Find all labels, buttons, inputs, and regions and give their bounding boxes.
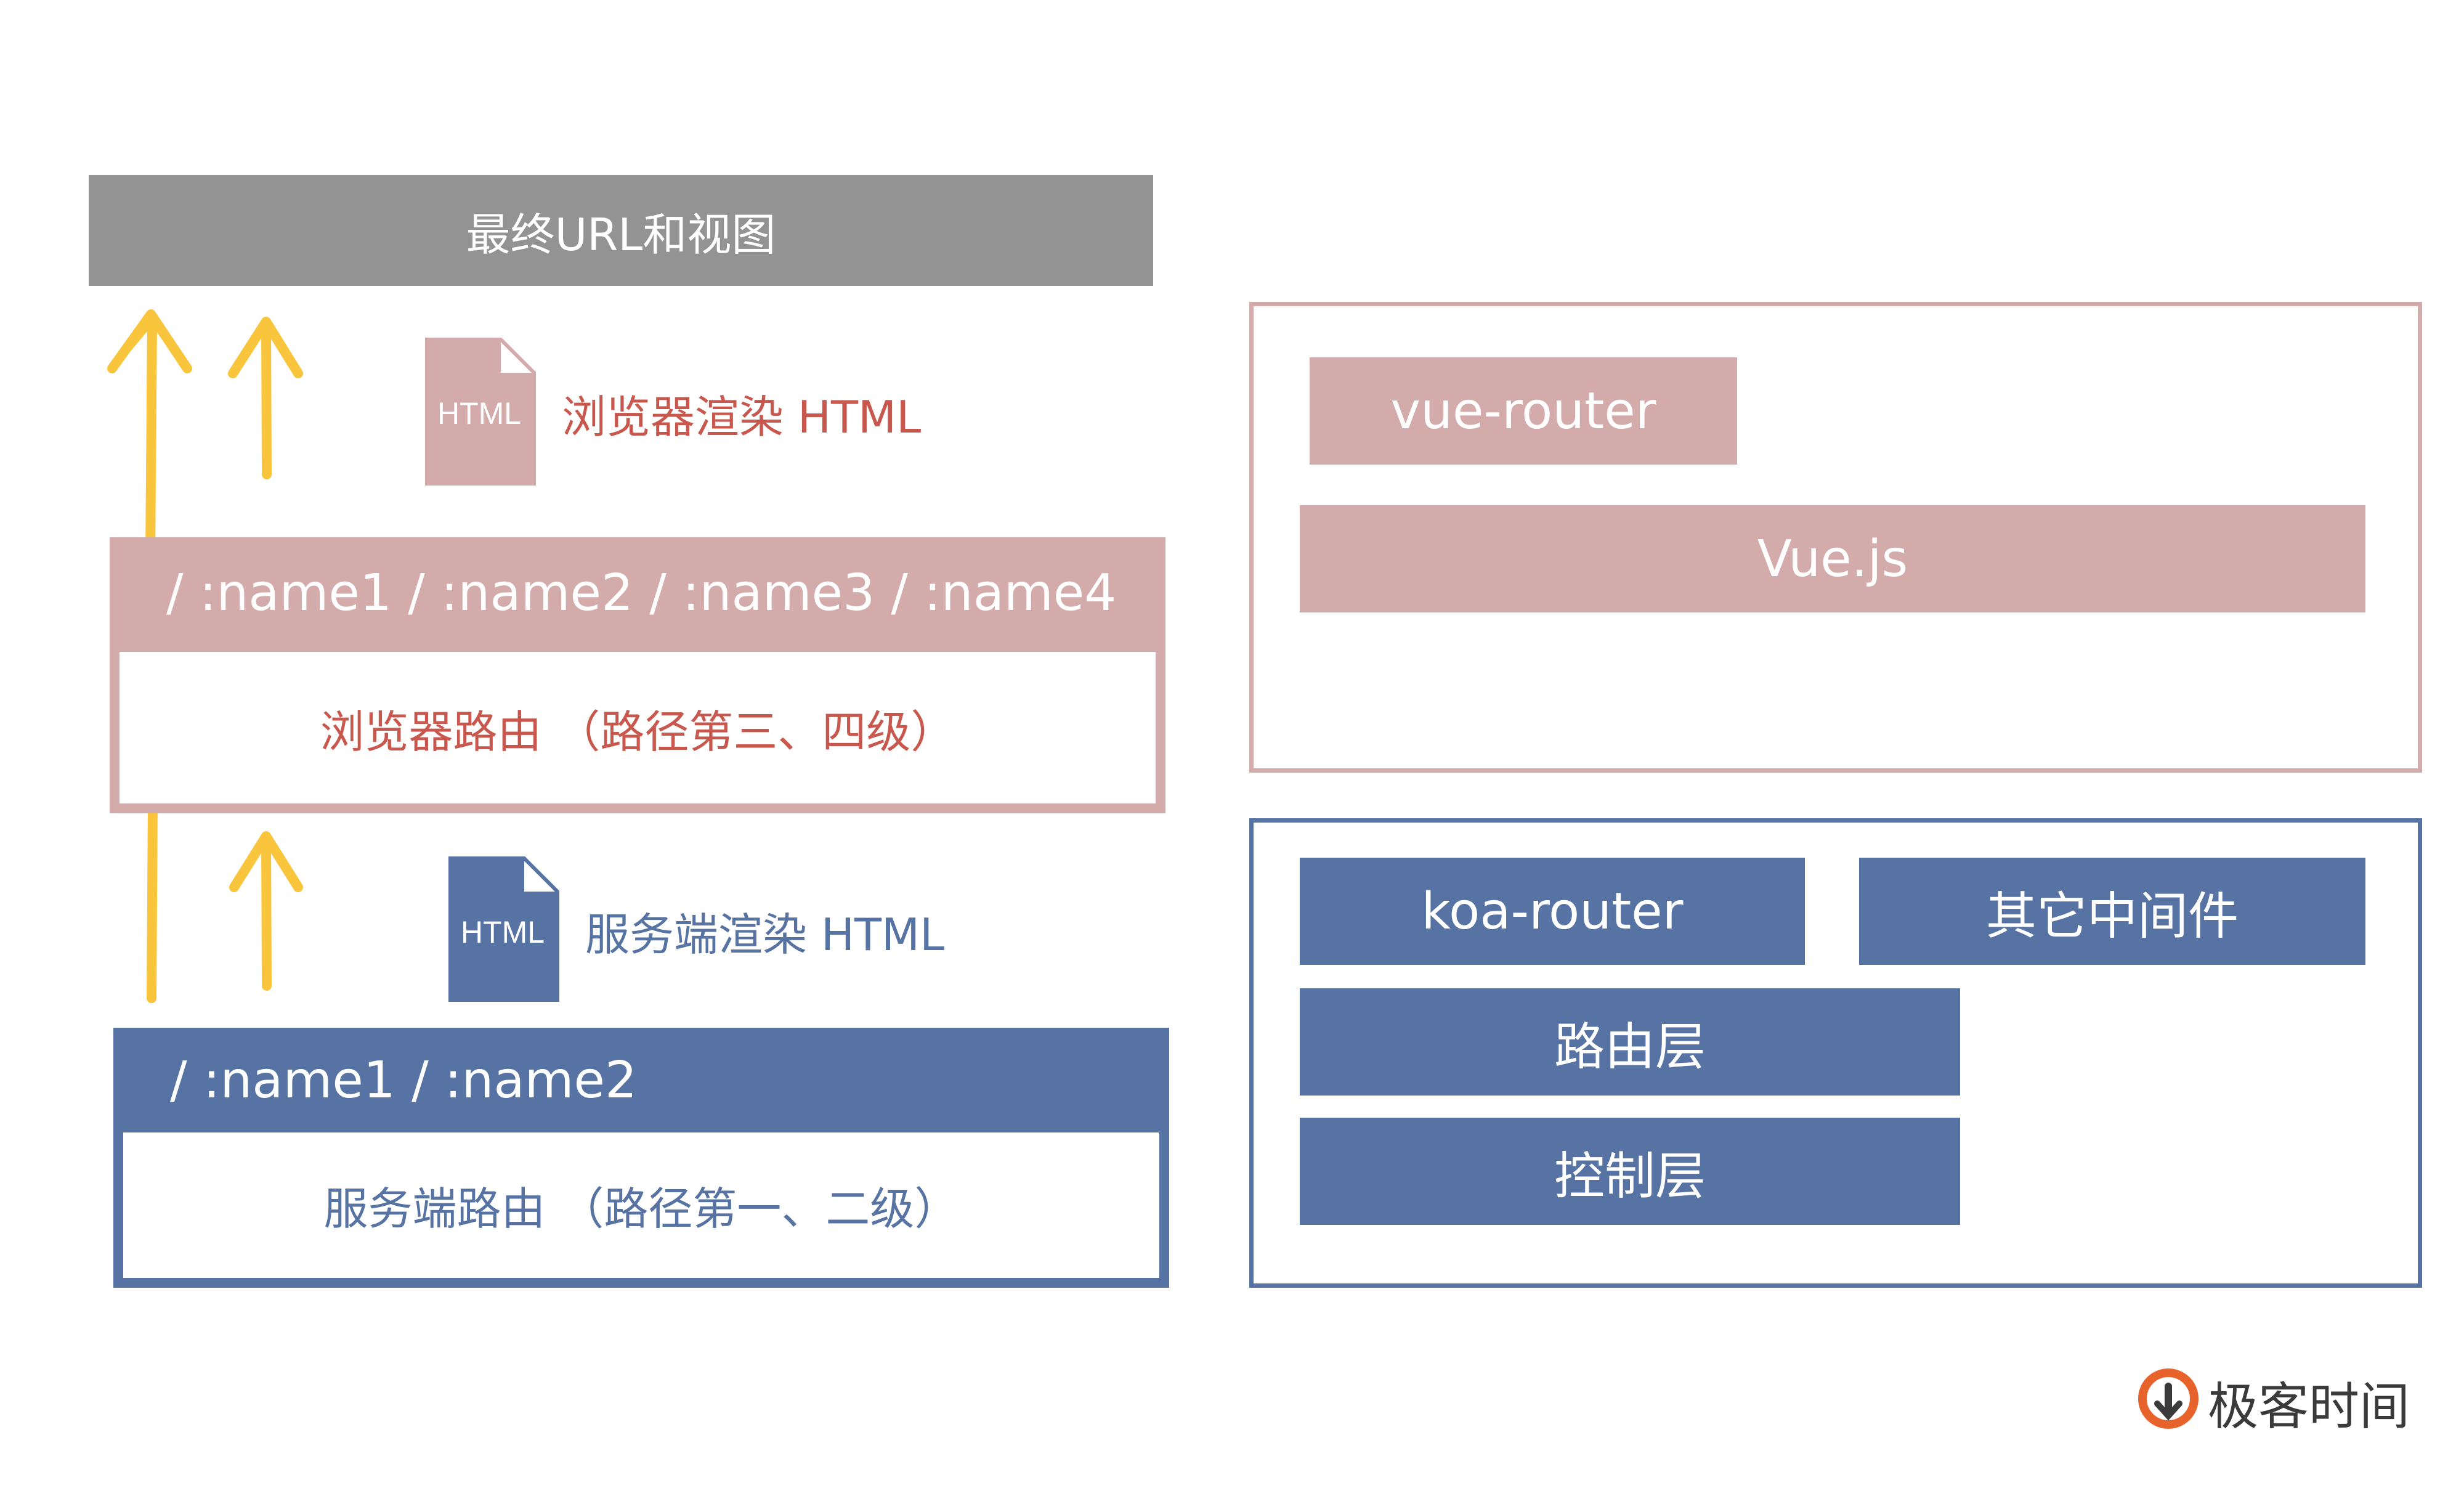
route-layer-label: 路由层 xyxy=(1554,1017,1706,1076)
geekbang-logo: 极客时间 xyxy=(2138,1368,2410,1436)
final-url-view-bar: 最终URL和视图 xyxy=(89,175,1153,286)
short-arrow-upper-shaft xyxy=(261,322,272,479)
browser-route-box: 浏览器路由 （路径第三、四级） xyxy=(110,642,1165,813)
browser-render-label: 浏览器渲染 HTML xyxy=(562,391,922,443)
short-arrow-lower-head xyxy=(229,831,303,892)
koa-router-block: koa-router xyxy=(1300,858,1805,965)
vue-router-label: vue-router xyxy=(1390,381,1656,441)
geekbang-logo-icon xyxy=(2138,1368,2199,1429)
route-layer-block: 路由层 xyxy=(1300,988,1960,1096)
server-route-path-bar: / :name1 / :name2 xyxy=(113,1028,1169,1132)
control-layer-block: 控制层 xyxy=(1300,1118,1960,1225)
html-icon-text-browser: HTML xyxy=(437,396,521,431)
short-arrow-lower-shaft xyxy=(261,836,272,991)
server-route-label: 服务端路由 （路径第一、二级） xyxy=(323,1182,959,1235)
server-render-label: 服务端渲染 HTML xyxy=(585,909,945,961)
control-layer-label: 控制层 xyxy=(1554,1147,1706,1206)
browser-route-path: / :name1 / :name2 / :name3 / :name4 xyxy=(166,563,1117,622)
browser-route-label: 浏览器路由 （路径第三、四级） xyxy=(320,705,955,758)
final-url-view-label: 最终URL和视图 xyxy=(466,208,776,261)
browser-route-path-bar: / :name1 / :name2 / :name3 / :name4 xyxy=(110,537,1165,648)
middleware-block: 其它中间件 xyxy=(1859,858,2365,965)
middleware-label: 其它中间件 xyxy=(1985,887,2239,946)
html-file-icon-browser: HTML xyxy=(425,338,536,486)
short-arrow-upper-head xyxy=(228,317,303,378)
koa-router-label: koa-router xyxy=(1421,882,1684,941)
html-icon-text-server: HTML xyxy=(461,915,545,949)
server-route-box: 服务端路由 （路径第一、二级） xyxy=(113,1121,1169,1288)
vue-router-block: vue-router xyxy=(1310,357,1737,465)
html-file-icon-server: HTML xyxy=(448,856,559,1002)
geekbang-logo-text: 极客时间 xyxy=(2208,1377,2410,1436)
vuejs-block: Vue.js xyxy=(1300,505,2365,612)
vuejs-label: Vue.js xyxy=(1757,529,1908,588)
server-route-path: / :name1 / :name2 xyxy=(170,1051,638,1110)
